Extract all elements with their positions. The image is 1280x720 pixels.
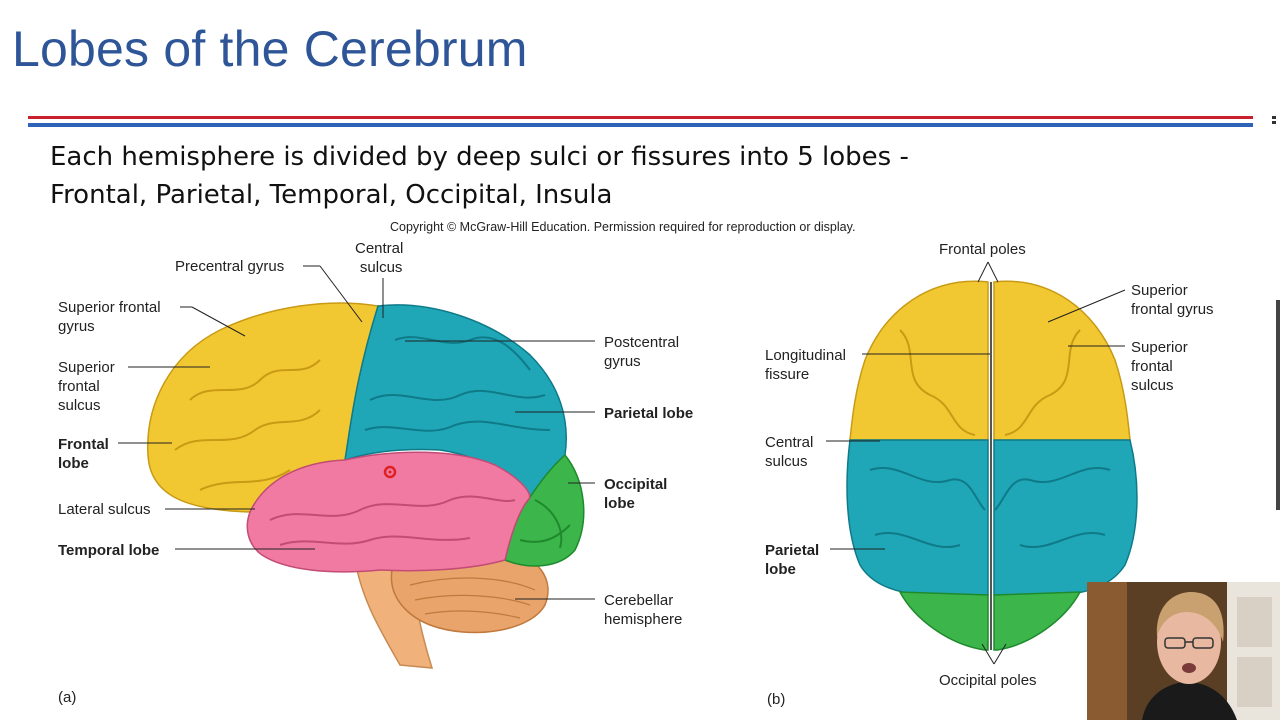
label-line: lobe [765, 561, 796, 578]
label-line: Superior [1131, 339, 1188, 356]
label-line: fissure [765, 366, 810, 383]
panel-label-b: (b) [767, 691, 786, 708]
scrollbar[interactable] [1276, 300, 1280, 510]
label-central-sulcus-a: Central sulcus [355, 239, 403, 277]
pointer-marker [383, 465, 397, 479]
label-line: lobe [604, 495, 635, 512]
webcam-overlay [1087, 582, 1280, 720]
slide-title: Lobes of the Cerebrum [12, 21, 528, 77]
label-superior-frontal-sulcus-b: Superior frontal sulcus [1131, 338, 1188, 395]
label-occipital-poles: Occipital poles [939, 672, 1037, 689]
label-parietal-lobe-b: Parietal lobe [765, 541, 819, 579]
panel-label-a: (a) [58, 689, 77, 706]
label-line: frontal gyrus [1131, 301, 1214, 318]
presenter-video-icon [1087, 582, 1280, 720]
leader-lines-a [118, 265, 595, 600]
label-line: Superior [58, 359, 115, 376]
label-line: gyrus [58, 318, 95, 335]
label-line: sulcus [58, 397, 101, 414]
right-hemisphere-occipital [993, 591, 1082, 651]
subtitle-line-2: Frontal, Parietal, Temporal, Occipital, … [50, 180, 613, 210]
right-hemisphere-parietal [993, 439, 1138, 596]
label-line: frontal [1131, 358, 1173, 375]
label-line: gyrus [604, 353, 641, 370]
label-superior-frontal-sulcus-a: Superior frontal sulcus [58, 358, 115, 415]
left-hemisphere-occipital [898, 591, 989, 651]
label-line: Occipital [604, 476, 668, 493]
label-central-sulcus-b: Central sulcus [765, 433, 813, 471]
label-line: sulcus [359, 259, 403, 276]
left-hemisphere-frontal [849, 280, 989, 441]
label-postcentral-gyrus: Postcentral gyrus [604, 333, 679, 371]
label-longitudinal-fissure: Longitudinal fissure [765, 346, 846, 384]
label-line: lobe [58, 455, 89, 472]
label-superior-frontal-gyrus-b: Superior frontal gyrus [1131, 281, 1214, 319]
label-line: Cerebellar [604, 592, 674, 609]
more-icon [1272, 116, 1278, 126]
label-occipital-lobe: Occipital lobe [604, 475, 667, 513]
leader-lines-b [826, 261, 1126, 665]
label-line: sulcus [1131, 377, 1174, 394]
slide-subtitle: Each hemisphere is divided by deep sulci… [50, 138, 950, 214]
copyright-notice: Copyright © McGraw-Hill Education. Permi… [390, 220, 856, 234]
label-line: Frontal [58, 436, 109, 453]
label-lateral-sulcus: Lateral sulcus [58, 501, 151, 518]
subtitle-line-1: Each hemisphere is divided by deep sulci… [50, 142, 909, 172]
label-line: hemisphere [604, 611, 683, 628]
label-precentral-gyrus: Precentral gyrus [175, 258, 285, 275]
left-hemisphere-parietal [846, 439, 989, 596]
label-line: Central [765, 434, 814, 451]
label-line: Longitudinal [765, 347, 846, 364]
label-line: Superior [1131, 282, 1188, 299]
label-line: Central [355, 240, 404, 257]
label-cerebellar-hemisphere: Cerebellar hemisphere [604, 591, 682, 629]
occipital-lobe-region [504, 453, 585, 567]
label-line: Superior frontal [58, 299, 161, 316]
label-line: frontal [58, 378, 100, 395]
label-line: Postcentral [604, 334, 680, 351]
label-line: sulcus [765, 453, 808, 470]
title-rule-red [28, 116, 1253, 119]
title-rule-blue [28, 123, 1253, 127]
label-superior-frontal-gyrus-a: Superior frontal gyrus [58, 298, 161, 336]
label-frontal-lobe: Frontal lobe [58, 435, 109, 473]
right-hemisphere-frontal [993, 280, 1131, 441]
label-parietal-lobe-a: Parietal lobe [604, 405, 694, 422]
label-line: Parietal [765, 542, 820, 559]
label-temporal-lobe: Temporal lobe [58, 542, 160, 559]
label-frontal-poles: Frontal poles [939, 241, 1026, 258]
